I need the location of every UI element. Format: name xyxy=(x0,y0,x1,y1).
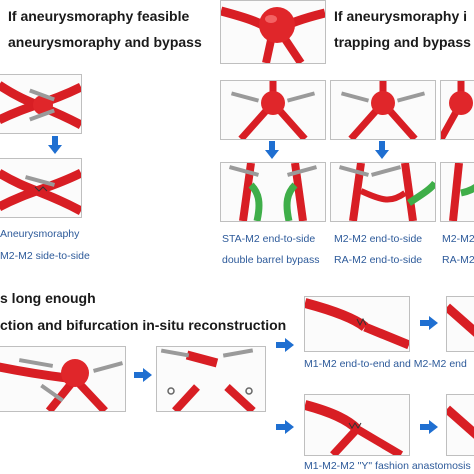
panel-aneurysmoraphy-step2 xyxy=(0,158,82,218)
panel-in-situ-step1 xyxy=(0,346,126,412)
caption-aneurysmoraphy: Aneurysmoraphy xyxy=(0,228,80,240)
overview-aneurysm-image xyxy=(220,0,326,64)
panel-aneurysmoraphy-step1 xyxy=(0,74,82,134)
down-arrow-icon xyxy=(375,141,389,159)
down-arrow-icon xyxy=(48,136,62,154)
heading-long-enough: s long enough xyxy=(0,290,96,306)
panel-sta-m2-bypass xyxy=(220,162,326,222)
caption-m2-m2-partial: M2-M2 xyxy=(442,233,474,245)
panel-trapping-a-step1 xyxy=(220,80,326,140)
caption-ra-m2-end-to-side: RA-M2 end-to-side xyxy=(334,254,423,266)
right-arrow-icon xyxy=(134,368,152,382)
caption-ra-m2-partial: RA-M2 xyxy=(442,254,474,266)
caption-y-fashion-anastomosis: M1-M2-M2 "Y" fashion anastomosis xyxy=(304,460,471,472)
down-arrow-icon xyxy=(265,141,279,159)
caption-double-barrel-bypass: double barrel bypass xyxy=(222,254,320,266)
caption-m2-m2-side-to-side: M2-M2 side-to-side xyxy=(0,250,90,262)
subheading-in-situ-reconstruction: ction and bifurcation in-situ reconstruc… xyxy=(0,317,287,333)
caption-sta-m2-end-to-side: STA-M2 end-to-side xyxy=(222,233,316,245)
panel-partial-bypass xyxy=(440,162,474,222)
panel-y-partial xyxy=(446,394,474,456)
panel-trapping-b-step1 xyxy=(330,80,436,140)
caption-m2-m2-end-to-side: M2-M2 end-to-side xyxy=(334,233,423,245)
subheading-trapping-bypass: trapping and bypass xyxy=(334,34,471,50)
caption-m1-m2-end-to-end: M1-M2 end-to-end and M2-M2 end xyxy=(304,358,467,370)
panel-trapping-c-step1 xyxy=(440,80,474,140)
right-arrow-icon xyxy=(276,338,294,352)
panel-y-fashion-anastomosis xyxy=(304,394,410,456)
right-arrow-icon xyxy=(276,420,294,434)
panel-m2-m2-ra-m2-bypass xyxy=(330,162,436,222)
subheading-aneurysmoraphy-bypass: aneurysmoraphy and bypass xyxy=(8,34,202,50)
panel-in-situ-step2 xyxy=(156,346,266,412)
right-arrow-icon xyxy=(420,316,438,330)
panel-m1-m2-end-to-end xyxy=(304,296,410,352)
heading-aneurysmoraphy-infeasible: If aneurysmoraphy i xyxy=(334,8,468,24)
panel-m1-m2-partial xyxy=(446,296,474,352)
right-arrow-icon xyxy=(420,420,438,434)
heading-aneurysmoraphy-feasible: If aneurysmoraphy feasible xyxy=(8,8,190,24)
